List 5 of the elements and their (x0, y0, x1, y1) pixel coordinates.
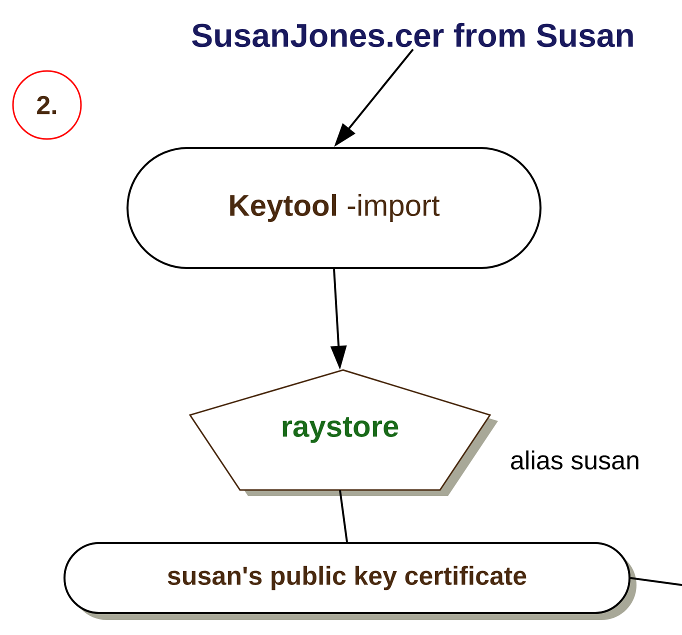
beside-label: alias susan (511, 450, 638, 470)
certificate-box: susan's public key certificate (64, 542, 636, 620)
step-number: 2. (12, 70, 82, 140)
process-box: Keytool -import (126, 147, 542, 269)
heading-text: SusanJones.cer from Susan (192, 22, 633, 48)
